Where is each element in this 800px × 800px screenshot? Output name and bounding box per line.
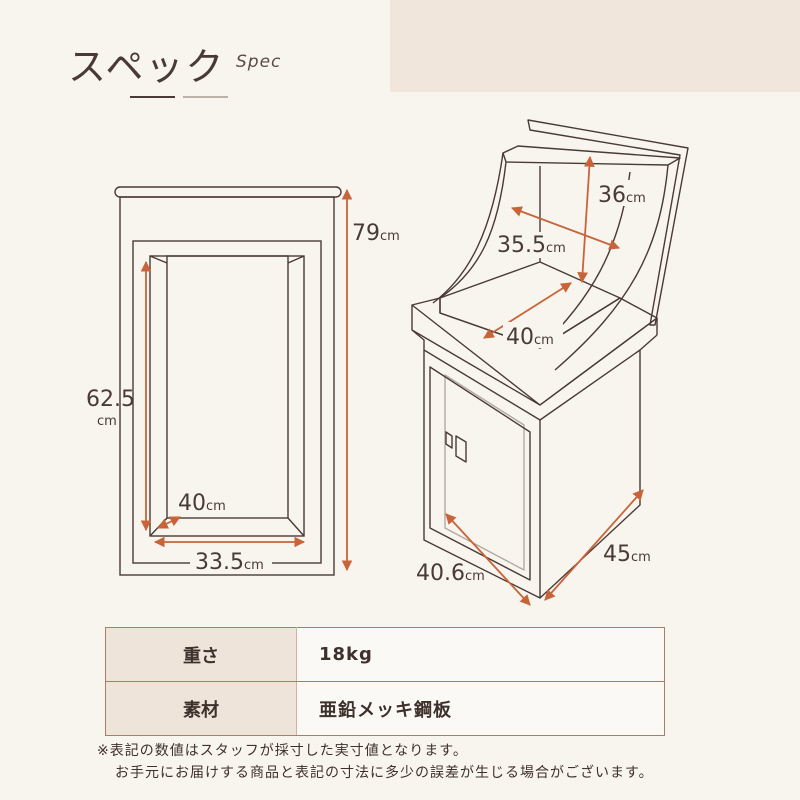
front-view xyxy=(114,186,342,576)
spec-row: 重さ 18kg xyxy=(105,627,665,682)
front-body xyxy=(119,196,335,576)
spec-table: 重さ 18kg 素材 亜鉛メッキ鋼板 xyxy=(105,627,665,736)
header-corner-band xyxy=(390,0,800,92)
label-top-depth: 40cm xyxy=(506,325,554,350)
arrow-top-width xyxy=(510,206,621,250)
label-depth-inner: 40cm xyxy=(178,491,226,516)
title-underline-light xyxy=(183,96,228,98)
arrow-top-depth xyxy=(483,282,572,339)
label-bg xyxy=(494,232,574,258)
perspective-dimension-arrows xyxy=(445,155,644,606)
spec-key-weight: 重さ xyxy=(105,627,297,682)
label-height-inner-value: 62.5 xyxy=(86,387,135,412)
disclaimer-note: ※表記の数値はスタッフが採寸した実寸値となります。 お手元にお届けする商品と表記… xyxy=(97,740,654,784)
door-handle xyxy=(455,435,467,463)
label-height-total: 79cm xyxy=(352,221,400,246)
arrow-base-depth xyxy=(445,513,531,606)
hood-right-face xyxy=(554,164,669,371)
label-width-inner: 33.5cm xyxy=(195,550,264,575)
label-bg xyxy=(596,180,658,206)
dimension-diagram: 79cm 62.5 cm 40cm 33.5cm xyxy=(86,119,689,606)
front-frame xyxy=(132,240,322,564)
lid-inner-right xyxy=(439,161,507,299)
title-underline-dark xyxy=(130,96,175,98)
spec-row: 素材 亜鉛メッキ鋼板 xyxy=(105,681,665,736)
spec-value-material: 亜鉛メッキ鋼板 xyxy=(296,681,665,736)
page-subtitle: Spec xyxy=(236,52,282,72)
label-top-width: 35.5cm xyxy=(497,233,566,258)
spec-value-weight: 18kg xyxy=(296,627,665,682)
page-title: スペック xyxy=(68,45,226,89)
label-bg xyxy=(503,322,563,348)
arrow-depth-inner xyxy=(157,516,181,529)
box-left-face xyxy=(411,329,541,421)
note-line-2: お手元にお届けする商品と表記の寸法に多少の誤差が生じる場合がございます。 xyxy=(115,765,654,781)
spec-key-material: 素材 xyxy=(105,681,297,736)
box-top-right xyxy=(539,317,658,406)
front-lid xyxy=(114,186,342,198)
arrow-base-width xyxy=(544,489,644,601)
lid-left-side xyxy=(432,152,504,304)
door-inset xyxy=(444,374,525,571)
label-top-height: 36cm xyxy=(598,183,646,208)
note-line-1: ※表記の数値はスタッフが採寸した実寸値となります。 xyxy=(97,743,468,759)
front-opening-inner xyxy=(166,255,289,519)
back-panel xyxy=(527,119,689,326)
label-height-inner-unit: cm xyxy=(97,414,117,429)
label-base-depth: 40.6cm xyxy=(416,561,485,586)
lid-front-edge xyxy=(502,145,681,166)
front-dimension-arrows xyxy=(140,188,353,572)
label-bg xyxy=(190,548,272,574)
front-opening-outer xyxy=(149,255,305,537)
label-base-width: 45cm xyxy=(603,542,651,567)
arrow-top-height xyxy=(577,155,595,284)
